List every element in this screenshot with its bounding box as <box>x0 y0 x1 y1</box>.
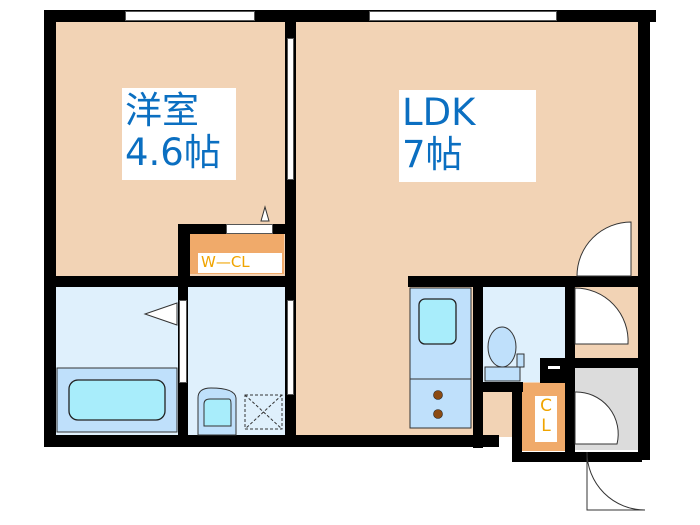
wall-hall-entrance <box>565 358 650 368</box>
wall-toilet-bottom <box>473 382 523 392</box>
stove-burner-icon <box>433 390 443 400</box>
washbasin-icon <box>197 387 237 436</box>
wall-closet-top <box>540 358 570 383</box>
western-room-size: 4.6帖 <box>125 131 221 174</box>
western-room-label: 洋室 4.6帖 <box>122 88 236 180</box>
walk-in-closet-label: W—CL <box>198 253 282 273</box>
wall-closet-bottom <box>512 452 642 462</box>
wall-closet-left <box>512 382 522 462</box>
closet-label: C L <box>535 396 557 442</box>
stove-burner-icon <box>433 409 443 419</box>
door-swing-icon <box>574 221 646 511</box>
closet-arrow-icon <box>260 205 270 222</box>
wall-kitchen-top <box>408 276 650 287</box>
wcl-door <box>226 224 273 234</box>
wall-left <box>44 10 56 446</box>
wall-bottom-left <box>44 435 499 447</box>
kitchen-counter-icon <box>409 287 472 429</box>
bathtub-icon <box>56 367 178 433</box>
ldk-label: LDK 7帖 <box>399 90 536 182</box>
ldk-name: LDK <box>402 91 476 134</box>
toilet-icon <box>484 326 525 382</box>
wall-kitchen-right <box>473 276 483 448</box>
closet-shelf <box>548 366 560 369</box>
sliding-door-western <box>287 38 294 180</box>
wall-bath-horizontal <box>44 276 296 287</box>
washing-machine-space-icon <box>244 394 283 430</box>
wall-toilet-right <box>565 276 575 462</box>
western-room-name: 洋室 <box>125 89 199 132</box>
wall-right <box>638 10 650 460</box>
kitchen-sink-icon <box>418 298 457 345</box>
closet-label-l: L <box>541 416 551 436</box>
western-room-window <box>125 11 255 21</box>
sliding-door-washroom <box>287 300 294 395</box>
wall-wcl-left <box>178 224 190 286</box>
sliding-door-bath <box>179 300 187 383</box>
bath-door-swing-icon <box>143 302 178 326</box>
ldk-window <box>369 11 557 21</box>
closet-label-c: C <box>540 396 552 416</box>
ldk-size: 7帖 <box>402 133 463 176</box>
